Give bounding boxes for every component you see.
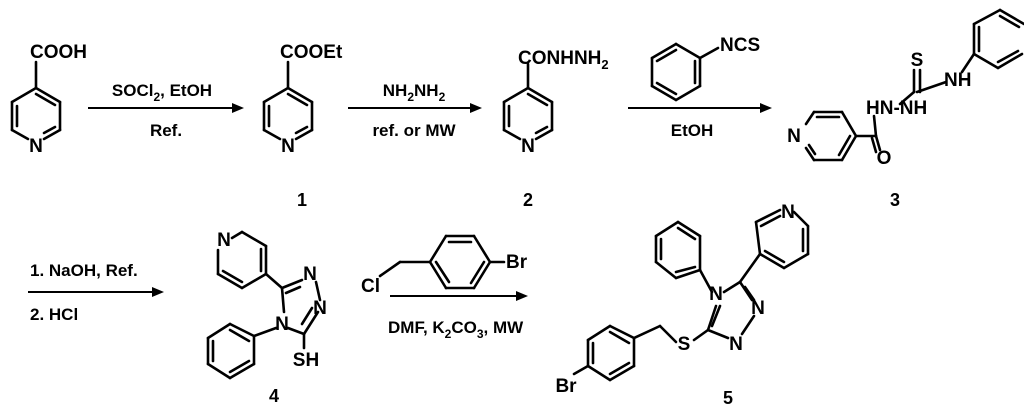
ring-n-label: N (787, 126, 801, 147)
triazole-n1-label: N (303, 264, 317, 285)
compound-number: 4 (269, 386, 279, 406)
bromine-label: Br (506, 252, 528, 273)
arrow-3-condition: EtOH (671, 121, 714, 140)
triazole-n4-label: N (709, 284, 723, 305)
cooet-label: COOEt (280, 42, 343, 63)
compound-number: 1 (297, 190, 307, 210)
compound-number: 3 (890, 190, 900, 210)
arrow-2-reagent: NH2NH2 (383, 81, 446, 104)
arrow-2-condition: ref. or MW (372, 121, 456, 140)
arrow-2: NH2NH2 ref. or MW (348, 81, 482, 140)
compound-4: N N N N SH 4 (206, 230, 327, 406)
arrow-4: 1. NaOH, Ref. 2. HCl (28, 261, 164, 324)
arrow-1-condition: Ref. (150, 121, 182, 140)
thioether-s-label: S (678, 334, 691, 355)
ncs-label: NCS (720, 35, 760, 56)
reagent-bromobenzyl-chloride: Cl Br (361, 234, 528, 297)
arrow-1-reagent: SOCl2, EtOH (112, 81, 212, 104)
compound-number: 2 (523, 190, 533, 210)
arrow-4-step-1: 1. NaOH, Ref. (30, 261, 138, 280)
compound-isonicotinic-acid: N COOH (10, 42, 87, 157)
compound-5: N N N N S Br 5 (555, 202, 810, 408)
compound-3: N O HN-NH S NH 3 (787, 8, 1024, 210)
conhnh2-label: CONHNH2 (518, 48, 609, 72)
arrow-5-condition: DMF, K2CO3, MW (388, 318, 524, 341)
ring-n-label: N (29, 136, 43, 157)
nh-label: NH (944, 70, 971, 91)
triazole-n1-label: N (751, 298, 765, 319)
triazole-n2-label: N (729, 334, 743, 355)
ring-n-label: N (781, 202, 795, 223)
thiol-label: SH (293, 350, 319, 371)
hydrazide-label: HN-NH (866, 98, 927, 119)
triazole-n4-label: N (275, 314, 289, 335)
chlorine-label: Cl (361, 276, 380, 297)
compound-2: N CONHNH2 2 (502, 48, 609, 210)
compound-1: N COOEt 1 (262, 42, 343, 210)
compound-number: 5 (723, 388, 733, 408)
carbonyl-o-label: O (877, 148, 892, 169)
arrow-4-step-2: 2. HCl (30, 305, 78, 324)
thione-s-label: S (911, 50, 924, 71)
ring-n-label: N (281, 136, 295, 157)
cooh-label: COOH (30, 42, 87, 63)
arrow-3: EtOH (628, 103, 772, 140)
arrow-5: DMF, K2CO3, MW (388, 291, 528, 341)
arrow-1: SOCl2, EtOH Ref. (88, 81, 244, 140)
ring-n-label: N (521, 136, 535, 157)
triazole-n2-label: N (313, 298, 327, 319)
ring-n-label: N (217, 230, 231, 251)
reagent-phenyl-isothiocyanate: NCS (650, 35, 760, 102)
bromine-label: Br (555, 376, 577, 397)
